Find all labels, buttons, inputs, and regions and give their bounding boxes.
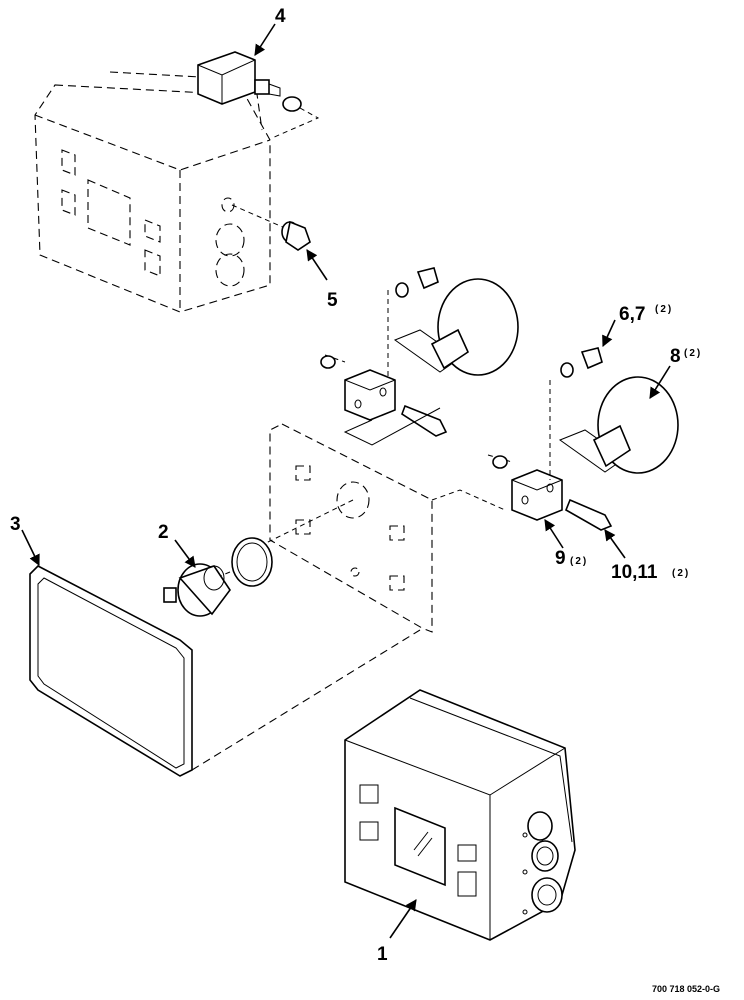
callout-10-11-quantity: (2)	[672, 568, 690, 579]
callout-5: 5	[327, 290, 338, 311]
leader-9	[544, 519, 564, 549]
callout-9-quantity: (2)	[570, 556, 588, 567]
leader-8	[649, 365, 671, 399]
document-id: 700 718 052-0-G	[652, 984, 720, 994]
callout-4: 4	[275, 6, 286, 27]
callout-8-quantity: (2)	[684, 348, 702, 359]
leader-1	[389, 899, 417, 939]
phantom-housing-upper	[34, 71, 271, 313]
mounting-bracket-upper	[320, 267, 519, 446]
callout-1: 1	[377, 944, 388, 965]
lamp-bulb-part	[231, 204, 311, 251]
circuit-breaker-part	[197, 51, 320, 139]
mounting-bracket-lower	[487, 347, 679, 531]
leader-2	[174, 539, 196, 568]
callout-6-7: 6,7	[619, 304, 645, 325]
callout-3: 3	[10, 514, 21, 535]
callout-9: 9	[555, 548, 566, 569]
leader-5	[306, 249, 328, 281]
o-ring-and-buzzer	[163, 537, 273, 617]
leader-6-7	[602, 319, 616, 348]
control-box-housing	[344, 689, 576, 941]
callout-6-7-quantity: (2)	[655, 304, 673, 315]
leader-3	[21, 529, 40, 567]
leader-4	[254, 23, 276, 56]
mounting-plate	[261, 423, 506, 633]
callout-8: 8	[670, 346, 681, 367]
callout-10-11: 10,11	[611, 562, 658, 583]
leader-arrows	[21, 23, 671, 939]
callout-2: 2	[158, 522, 169, 543]
gasket-frame-part	[29, 565, 421, 777]
leader-10-11	[604, 529, 626, 559]
